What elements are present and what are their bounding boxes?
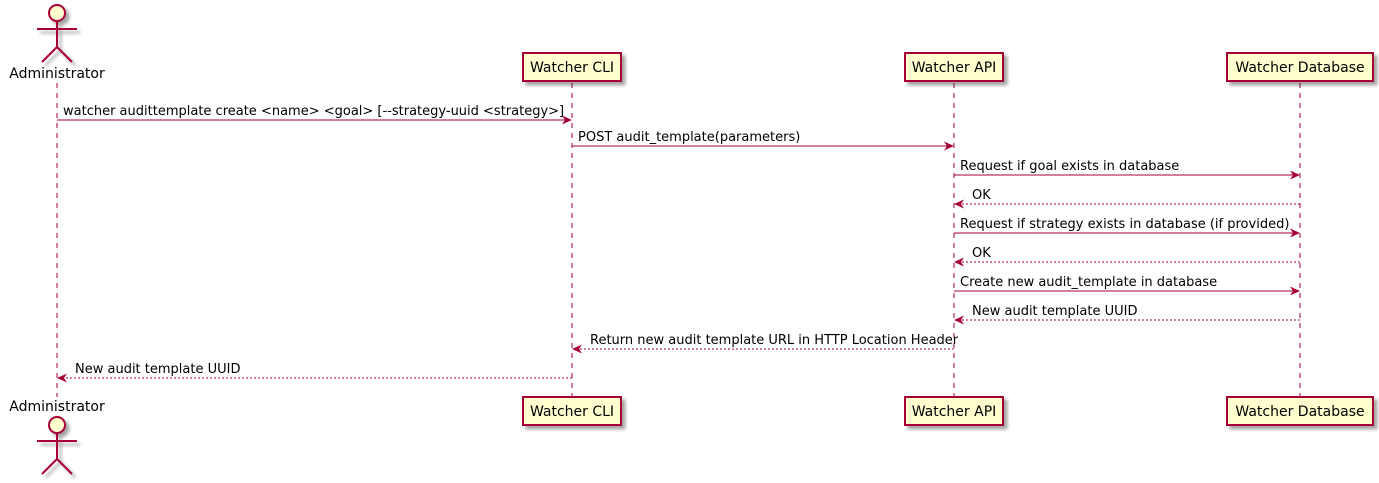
participant-box-rect-watcher-cli xyxy=(522,396,622,426)
message-label: Create new audit_template in database xyxy=(960,275,1217,290)
actor-leg-left xyxy=(41,46,58,63)
message-arrowhead xyxy=(944,141,954,151)
message-label: New audit template UUID xyxy=(75,362,240,377)
message-arrowhead xyxy=(562,115,572,125)
message-3: Request if goal exists in database xyxy=(954,159,1300,180)
participant-box-watcher-database-bottom: Watcher Database xyxy=(1226,396,1374,426)
message-label: Request if strategy exists in database (… xyxy=(960,217,1289,232)
participant-label-watcher-cli: Watcher CLI xyxy=(530,60,614,76)
message-arrowhead xyxy=(1290,228,1300,238)
message-label: OK xyxy=(972,188,991,203)
participant-box-watcher-cli-bottom: Watcher CLI xyxy=(522,396,622,426)
message-label: OK xyxy=(972,246,991,261)
actor-leg-left xyxy=(41,458,58,475)
message-label: Request if goal exists in database xyxy=(960,159,1179,174)
message-arrowhead xyxy=(1290,286,1300,296)
participant-label-watcher-api: Watcher API xyxy=(912,404,997,420)
actor-figure-administrator-top xyxy=(37,4,77,63)
message-arrowhead xyxy=(954,315,964,325)
actor-figure-administrator-bottom xyxy=(37,416,77,475)
message-7: Create new audit_template in database xyxy=(954,275,1300,296)
participant-box-watcher-api-bottom: Watcher API xyxy=(904,396,1004,426)
participant-box-watcher-cli-top: Watcher CLI xyxy=(522,52,622,82)
message-arrowhead xyxy=(572,344,582,354)
message-1: watcher audittemplate create <name> <goa… xyxy=(57,104,572,125)
messages-layer: watcher audittemplate create <name> <goa… xyxy=(57,104,1300,383)
participant-label-watcher-api: Watcher API xyxy=(912,60,997,76)
actor-leg-right xyxy=(56,458,73,475)
message-label: POST audit_template(parameters) xyxy=(578,130,800,145)
message-6: OK xyxy=(954,246,1300,267)
actor-head xyxy=(48,4,66,22)
message-2: POST audit_template(parameters) xyxy=(572,130,954,151)
participant-box-watcher-database-top: Watcher Database xyxy=(1226,52,1374,82)
participant-label-watcher-cli: Watcher CLI xyxy=(530,404,614,420)
message-10: New audit template UUID xyxy=(57,362,572,383)
participant-box-rect-watcher-database xyxy=(1226,396,1374,426)
message-label: watcher audittemplate create <name> <goa… xyxy=(63,104,564,119)
actor-label-administrator-top: Administrator xyxy=(9,66,105,82)
message-arrowhead xyxy=(954,199,964,209)
message-arrowhead xyxy=(1290,170,1300,180)
lifelines-layer xyxy=(56,83,1301,397)
actor-label-administrator-bottom: Administrator xyxy=(9,399,105,415)
participant-label-watcher-database: Watcher Database xyxy=(1235,60,1364,76)
message-label: Return new audit template URL in HTTP Lo… xyxy=(590,333,959,348)
participant-box-rect-watcher-cli xyxy=(522,52,622,82)
participant-box-rect-watcher-api xyxy=(904,396,1004,426)
message-label: New audit template UUID xyxy=(972,304,1137,319)
message-arrowhead xyxy=(954,257,964,267)
message-5: Request if strategy exists in database (… xyxy=(954,217,1300,238)
message-9: Return new audit template URL in HTTP Lo… xyxy=(572,333,959,354)
participant-label-watcher-database: Watcher Database xyxy=(1235,404,1364,420)
actor-head xyxy=(48,416,66,434)
message-4: OK xyxy=(954,188,1300,209)
participant-box-rect-watcher-database xyxy=(1226,52,1374,82)
participant-box-rect-watcher-api xyxy=(904,52,1004,82)
message-arrowhead xyxy=(57,373,67,383)
participant-box-watcher-api-top: Watcher API xyxy=(904,52,1004,82)
actor-leg-right xyxy=(56,46,73,63)
message-8: New audit template UUID xyxy=(954,304,1300,325)
